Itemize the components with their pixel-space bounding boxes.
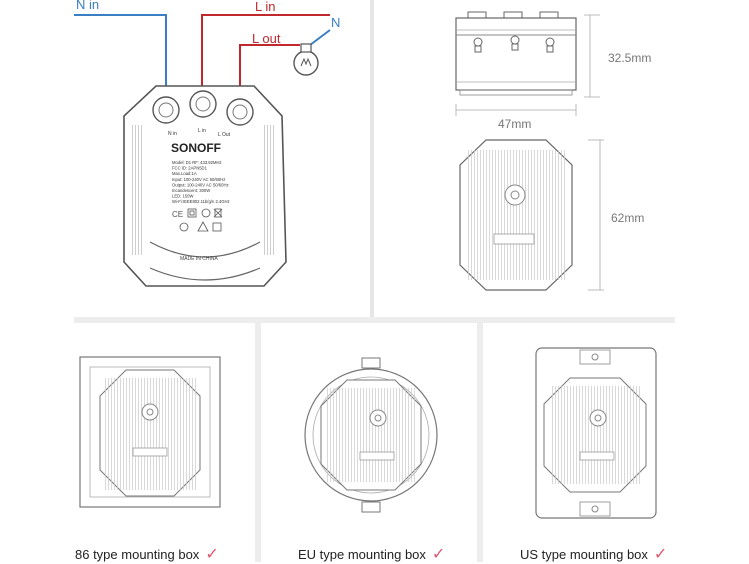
warning-icon	[197, 221, 209, 232]
terminal-label: N in	[168, 131, 177, 137]
checkmark-icon: ✓	[653, 546, 668, 563]
live-in-wire	[201, 14, 330, 97]
terminal-screw-icon	[545, 37, 555, 53]
spec-line: Wi-Fi:IEEE802.11b/g/n 2.4GHz	[172, 199, 230, 204]
mounting-caption-us: US type mounting box ✓	[520, 544, 667, 564]
width-dimension: 47mm	[498, 117, 531, 131]
neutral-in-wire	[74, 14, 167, 100]
light-bulb-icon	[293, 43, 319, 76]
mounting-box-us	[535, 347, 657, 519]
spec-line: Incandescent: 300W	[172, 188, 210, 193]
dimension-diagram: 32.5mm 47mm 62mm	[455, 11, 651, 291]
spec-line: FCC ID: 2APN5D1	[172, 166, 208, 171]
checkmark-icon: ✓	[205, 546, 219, 563]
spec-line: LED: 150W	[172, 194, 193, 199]
mounting-box-eu	[304, 357, 438, 513]
mounting-box-86	[79, 356, 221, 508]
brand-logo-text: SONOFF	[171, 141, 221, 155]
indoor-use-icon	[179, 222, 189, 232]
weee-bin-icon	[214, 208, 222, 218]
height-dimension: 32.5mm	[608, 51, 651, 65]
terminal-label: L Out	[218, 132, 231, 138]
n-in-label: N in	[76, 0, 99, 12]
n-label: N	[331, 15, 340, 30]
l-out-label: L out	[252, 31, 281, 46]
spec-line: Model: D1 RF: 433.92MHz	[172, 160, 222, 165]
device-side-view	[455, 11, 577, 96]
mounting-caption-86: 86 type mounting box ✓	[75, 544, 219, 564]
checkmark-icon: ✓	[431, 546, 446, 563]
cert-circle-icon	[201, 208, 211, 218]
caption-text: EU type mounting box	[298, 547, 426, 562]
spec-line: Max.Load:1A	[172, 171, 197, 176]
caption-text: 86 type mounting box	[75, 547, 200, 562]
device-face: N in L in L Out SONOFF Model: D1 RF: 433…	[123, 85, 287, 287]
manual-icon	[212, 222, 222, 232]
l-in-label: L in	[255, 0, 275, 14]
device-top-view	[459, 139, 573, 291]
wiring-diagram: N in L in L out N N in L in L Out	[74, 0, 340, 287]
neutral-lamp-wire	[309, 29, 331, 46]
mounting-caption-eu: EU type mounting box ✓	[298, 544, 445, 564]
spec-line: Input: 100-240V AC 50/60Hz	[172, 177, 225, 182]
terminal-screw-icon	[510, 35, 520, 51]
terminal-screw-icon	[473, 37, 483, 53]
caption-text: US type mounting box	[520, 547, 648, 562]
certification-icons: CE	[172, 208, 223, 232]
double-insulation-icon	[187, 208, 197, 218]
made-in-label: MADE IN CHINA	[180, 256, 218, 262]
terminal-label: L in	[198, 128, 206, 134]
length-dimension: 62mm	[611, 211, 644, 225]
spec-line: Output: 100-240V AC 50/60Hz	[172, 182, 229, 187]
ce-mark-icon: CE	[172, 210, 183, 219]
panel-dividers	[74, 0, 675, 562]
